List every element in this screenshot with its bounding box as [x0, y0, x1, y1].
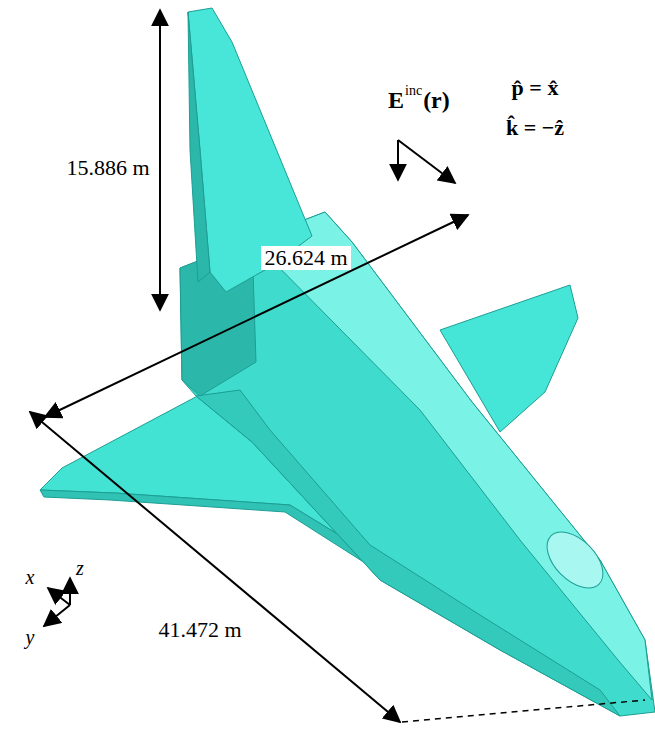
- axis-z: [69, 578, 71, 605]
- field-superscript: inc: [405, 84, 422, 98]
- height-dimension: [159, 10, 161, 310]
- tail-fin-side: [188, 12, 210, 282]
- wave-arrow: [398, 140, 455, 183]
- dimension-label: 15.886 m: [63, 156, 152, 180]
- field-arrow: [397, 140, 399, 180]
- axis-label: z: [76, 558, 84, 578]
- axis-label: y: [26, 627, 35, 647]
- fuselage: [180, 212, 655, 716]
- propagation-label: k̂ = −ẑ: [506, 117, 564, 139]
- axis-x: [48, 588, 70, 605]
- polarization-label: p̂ = x̂: [512, 77, 559, 99]
- cockpit: [537, 522, 613, 598]
- axis-label: x: [26, 567, 35, 587]
- fuselage-side: [196, 390, 620, 716]
- dimension-label: 26.624 m: [261, 246, 350, 270]
- field-symbol: E: [388, 88, 404, 112]
- dimension-label: 41.472 m: [155, 618, 244, 642]
- length-dimension: [30, 412, 400, 722]
- span-dimension: [45, 215, 468, 417]
- axis-y: [44, 605, 70, 626]
- field-argument: (r): [423, 88, 450, 112]
- fuselage-top: [252, 212, 652, 700]
- extension-line: [402, 700, 645, 722]
